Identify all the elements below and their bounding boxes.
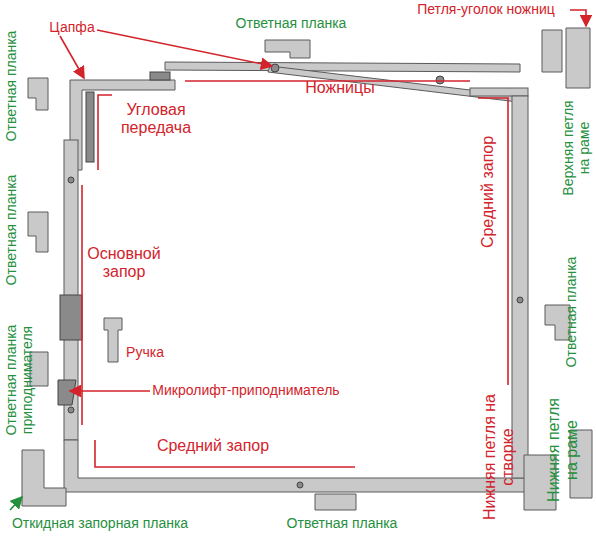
part-label: Микролифт-приподниматель [141,383,351,399]
middle-lock-bar [512,96,528,478]
part-label: Ручка [115,345,175,361]
part-label: Средний запор [479,127,497,257]
part-label: Нижняя петля на створке [481,387,517,527]
scissor-arm [268,66,520,102]
leader-arrow [97,30,272,66]
part-label: Ответная планка [4,21,20,151]
handle [104,318,122,362]
locking-pin [517,297,523,303]
top-frame-hinge [566,28,590,88]
gearbox [60,295,82,340]
part-label: Нижняя петля на раме [545,393,581,508]
scissor-rail [165,62,520,72]
marker-line [81,185,83,425]
locking-pin [68,407,74,413]
part-label: Петля-уголок ножниц [396,2,576,18]
part-label: Средний запор [143,437,283,455]
leader-arrow [70,390,150,392]
part-label: Основной запор [81,245,167,281]
strike-plate [28,212,48,252]
part-label: Ножницы [290,79,390,97]
hinges [524,28,592,510]
scissors [165,62,528,102]
part-label: Ответная планка приподнимателя [4,320,35,440]
part-label: Угловая передача [113,101,199,137]
marker-line [478,98,508,385]
scissor-pivot [436,76,444,84]
marker-lines [82,81,508,467]
tilt-strike-plate [22,450,66,506]
corner-slide [86,92,94,162]
part-label: Цапфа [37,20,107,36]
part-label: Верхняя петля на раме [561,93,592,203]
part-label: Откидная запорная планка [0,516,205,532]
trunnion [271,64,279,72]
leader-arrow [60,36,84,78]
scissor-end [470,88,528,96]
strike-plate [28,78,48,110]
leader-arrow [10,497,22,510]
bottom-lock-bar [64,440,525,492]
part-label: Ответная планка [4,165,20,295]
strike-plate [315,494,356,510]
locking-pin [297,482,303,488]
scissor-corner-hinge [542,30,562,72]
strike-plate [265,40,310,58]
locking-pin [68,177,74,183]
part-label: Ответная планка [226,16,356,32]
leader-arrow [570,10,586,26]
part-label: Ответная планка [564,247,580,377]
microlift [58,380,76,405]
main-lock [58,140,82,440]
marker-line [98,95,112,170]
part-label: Ответная планка [277,516,407,532]
corner-pin [150,72,170,80]
